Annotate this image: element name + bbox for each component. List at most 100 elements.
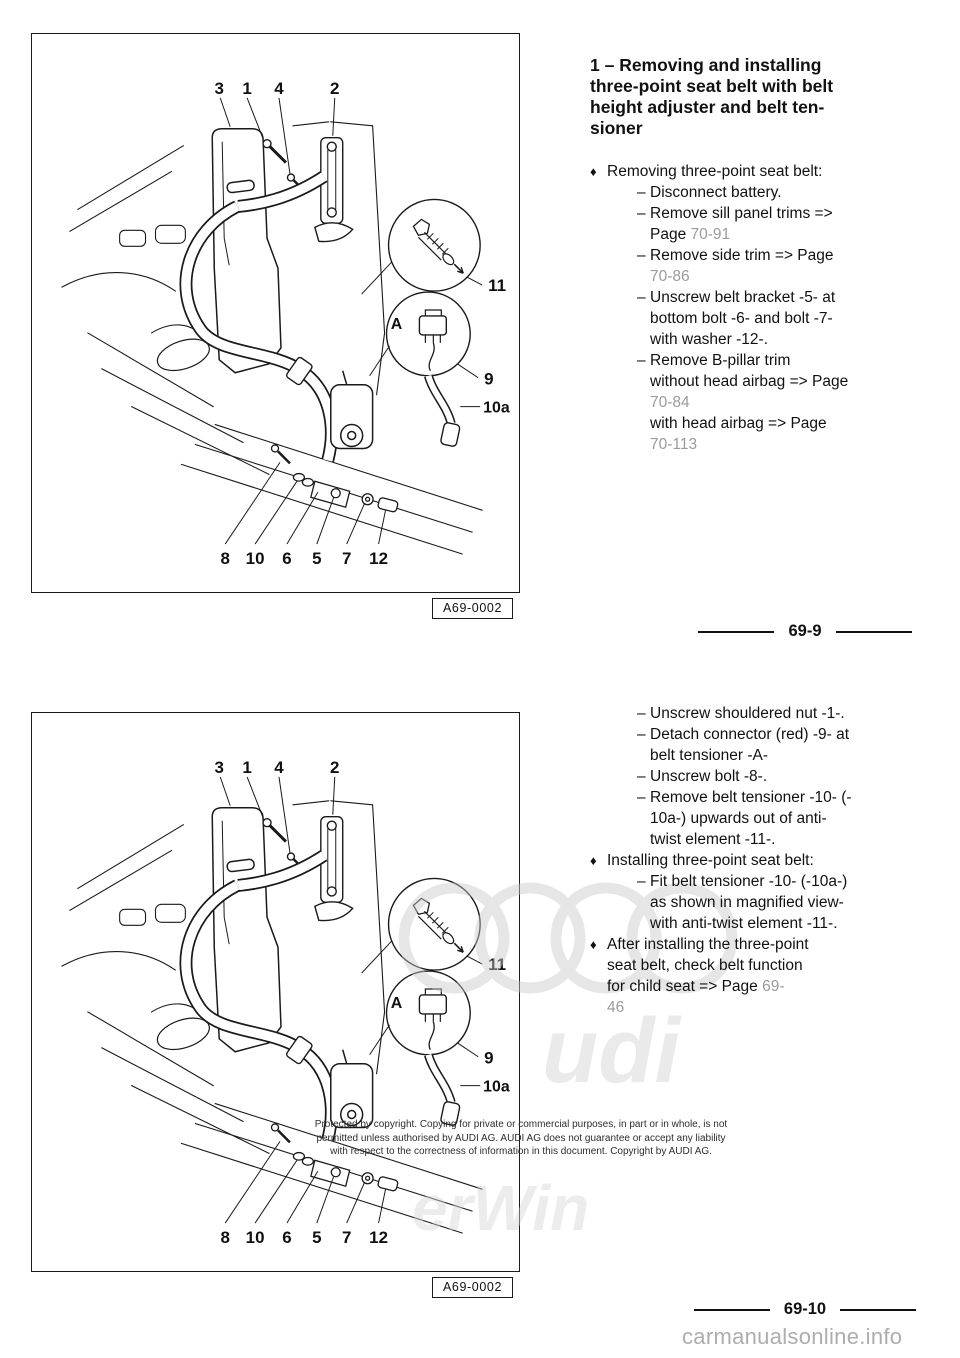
instruction-line: –Remove B-pillar trim [590, 350, 960, 371]
callout-11: 11 [488, 276, 506, 295]
callout-4: 4 [274, 79, 284, 98]
callout-3: 3 [215, 758, 224, 777]
b-pillar-trim [211, 128, 282, 374]
instruction-text: Disconnect battery. [650, 184, 782, 201]
site-watermark: carmanualsonline.info [682, 1324, 903, 1349]
instruction-text: seat belt, check belt function [607, 957, 803, 974]
instruction-line: without head airbag => Page [590, 371, 960, 392]
page-number: 69-9 [788, 622, 822, 640]
dash-bullet: – [637, 873, 646, 890]
instruction-line: –Unscrew bolt -8-. [590, 766, 960, 787]
instructions-installing: –Unscrew shouldered nut -1-.–Detach conn… [590, 703, 960, 1018]
instruction-line: with head airbag => Page [590, 413, 960, 434]
instruction-line: ♦Removing three-point seat belt: [590, 161, 960, 182]
tensioner-anti-twist-piece [424, 1053, 461, 1126]
copyright-notice: Protected by copyright. Copying for priv… [314, 1119, 728, 1157]
callout-12: 12 [369, 549, 388, 568]
height-adjuster-assembly [262, 816, 354, 922]
instruction-text: Removing three-point seat belt: [607, 163, 823, 180]
instruction-text: Remove side trim => Page [650, 247, 834, 264]
instruction-text: belt tensioner -A- [650, 747, 769, 764]
instruction-line: as shown in magnified view- [590, 892, 960, 913]
instruction-text: as shown in magnified view- [650, 894, 844, 911]
instruction-line: bottom bolt -6- and bolt -7- [590, 308, 960, 329]
instruction-text: Fit belt tensioner -10- (-10a-) [650, 873, 848, 890]
instruction-text: Installing three-point seat belt: [607, 852, 814, 869]
instruction-line: with washer -12-. [590, 329, 960, 350]
instruction-text: with anti-twist element -11-. [650, 915, 838, 932]
callout-4: 4 [274, 758, 284, 777]
callout-2: 2 [330, 758, 339, 777]
diamond-bullet: ♦ [590, 853, 597, 868]
callout-2: 2 [330, 79, 339, 98]
figure-top: 3 1 4 2 8 10 6 5 7 12 11 9 10a A [31, 33, 520, 593]
instruction-text: twist element -11-. [650, 831, 776, 848]
callout-7: 7 [342, 1228, 351, 1247]
dash-bullet: – [637, 184, 646, 201]
instruction-text: After installing the three-point [607, 936, 809, 953]
callout-leader-lines [219, 776, 483, 1224]
instruction-line: belt tensioner -A- [590, 745, 960, 766]
callout-5: 5 [312, 549, 321, 568]
callout-3: 3 [215, 79, 224, 98]
instruction-line: 10a-) upwards out of anti- [590, 808, 960, 829]
belt-diagram-top: 3 1 4 2 8 10 6 5 7 12 11 9 10a A [32, 34, 519, 592]
text-column-bottom: –Unscrew shouldered nut -1-.–Detach conn… [590, 703, 960, 1018]
section-heading: 1 – Removing and installing three-point … [590, 55, 834, 138]
callout-10: 10 [246, 549, 265, 568]
seat-belt-webbing [156, 171, 338, 463]
callout-labels: 3 1 4 2 8 10 6 5 7 12 11 9 10a A [215, 79, 510, 568]
page-number-row-bottom: 69-10 [694, 1300, 917, 1319]
instruction-line: –Unscrew shouldered nut -1-. [590, 703, 960, 724]
anchor-hardware [270, 1123, 399, 1192]
belt-diagram-bottom: 3 1 4 2 8 10 6 5 7 12 11 9 10a A [32, 713, 519, 1271]
instruction-line: 46 [590, 997, 960, 1018]
belt-tensioner-retractor [330, 1049, 374, 1129]
instruction-text: Unscrew bolt -8-. [650, 768, 768, 785]
dash-bullet: – [637, 247, 646, 264]
tensioner-anti-twist-piece [424, 374, 461, 447]
page-number: 69-10 [783, 1300, 827, 1318]
instruction-text: with head airbag => Page [650, 415, 827, 432]
dash-bullet: – [637, 789, 646, 806]
figure-reference-label: A69-0002 [432, 598, 514, 619]
figure-bottom: 3 1 4 2 8 10 6 5 7 12 11 9 10a A [31, 712, 520, 1272]
instruction-line: –Unscrew belt bracket -5- at [590, 287, 960, 308]
instruction-line: with anti-twist element -11-. [590, 913, 960, 934]
callout-10: 10 [246, 1228, 265, 1247]
callout-5: 5 [312, 1228, 321, 1247]
horizontal-rule [698, 630, 775, 633]
detail-letter-a: A [391, 316, 403, 333]
callout-labels: 3 1 4 2 8 10 6 5 7 12 11 9 10a A [215, 758, 510, 1247]
callout-7: 7 [342, 549, 351, 568]
callout-8: 8 [220, 1228, 229, 1247]
page-reference: 70-91 [690, 226, 731, 243]
belt-tensioner-retractor [330, 370, 374, 450]
horizontal-rule [840, 1308, 917, 1311]
instruction-line: –Fit belt tensioner -10- (-10a-) [590, 871, 960, 892]
page-reference: 46 [607, 999, 625, 1016]
dash-bullet: – [637, 705, 646, 722]
magnified-detail-connector [369, 970, 471, 1056]
instruction-text: without head airbag => Page [650, 373, 849, 390]
page-number-row-top: 69-9 [698, 622, 912, 641]
instruction-line: –Disconnect battery. [590, 182, 960, 203]
diamond-bullet: ♦ [590, 937, 597, 952]
callout-11: 11 [488, 955, 506, 974]
seat-belt-diagram: 3 1 4 2 8 10 6 5 7 12 11 9 10a A [61, 758, 510, 1247]
callout-6: 6 [282, 1228, 291, 1247]
callout-10a: 10a [483, 1079, 510, 1096]
instruction-text: with washer -12-. [650, 331, 769, 348]
instruction-text: Detach connector (red) -9- at [650, 726, 850, 743]
dash-bullet: – [637, 205, 646, 222]
instruction-text: Remove belt tensioner -10- (- [650, 789, 852, 806]
instruction-text: Page [650, 226, 691, 243]
magnified-detail-bolt [361, 877, 481, 974]
instruction-line: ♦ After installing the three-point [590, 934, 960, 955]
page-reference: 70-86 [650, 268, 690, 285]
instruction-line: ♦ Installing three-point seat belt: [590, 850, 960, 871]
page-reference: 70-84 [650, 394, 690, 411]
instruction-text: Remove B-pillar trim [650, 352, 791, 369]
callout-10a: 10a [483, 400, 510, 417]
anchor-hardware [270, 444, 399, 513]
